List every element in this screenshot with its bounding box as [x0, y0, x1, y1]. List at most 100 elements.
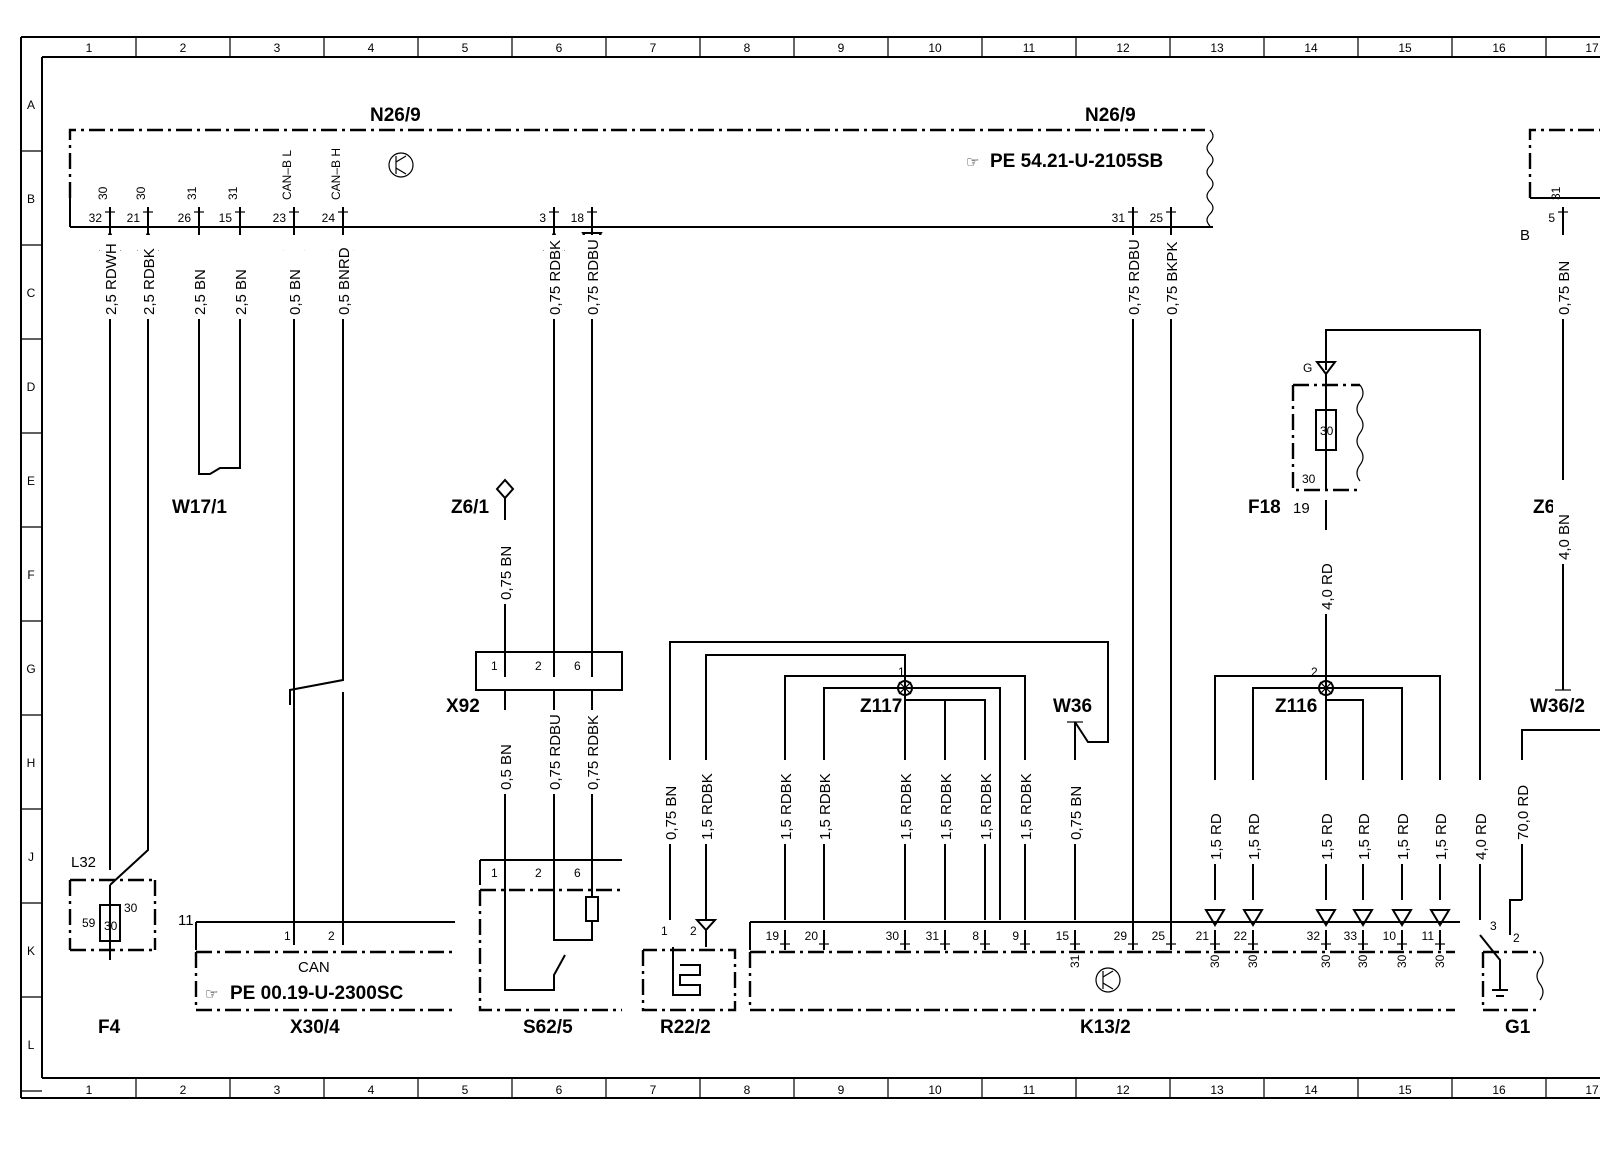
grid-row-label: L — [28, 1038, 35, 1052]
grid-col-label: 3 — [274, 1083, 281, 1097]
pin-number: 32 — [89, 211, 103, 225]
k13-pin-number: 19 — [766, 929, 780, 943]
pin-number: 21 — [127, 211, 141, 225]
k13-pin-number: 31 — [926, 929, 940, 943]
grid-col-label: 9 — [838, 1083, 845, 1097]
wire-label: 4,0 RD — [1319, 563, 1336, 610]
k13-pin-number: 25 — [1152, 929, 1166, 943]
wire-label: 2,5 RDWH — [103, 243, 120, 315]
grid-row-label: J — [28, 850, 34, 864]
r22-2-label: R22/2 — [660, 1017, 711, 1038]
n26-9-right-label: N26/9 — [1085, 105, 1136, 126]
grid-row-label: E — [27, 474, 35, 488]
pin-number: 15 — [219, 211, 233, 225]
svg-text:1: 1 — [491, 866, 498, 880]
r22-2-heater: 1 2 R22/2 — [641, 919, 737, 1038]
k13-pin-terminal: 30 — [1433, 954, 1447, 968]
wire-label: 70,0 RD — [1515, 785, 1532, 840]
pin-terminal: CAN–B L — [280, 150, 294, 200]
x30-4-reference: PE 00.19-U-2300SC — [230, 983, 403, 1004]
grid-row-label: F — [27, 568, 34, 582]
wire-label: 1,5 RDBK — [978, 773, 995, 840]
pin-number: 5 — [1548, 211, 1555, 225]
k13-pin-number: 15 — [1056, 929, 1070, 943]
grid-col-label: 14 — [1304, 1083, 1318, 1097]
grid-col-label: 12 — [1116, 41, 1130, 55]
grid-col-label: 11 — [1023, 1083, 1036, 1097]
svg-text:2: 2 — [1311, 665, 1318, 679]
svg-text:6: 6 — [574, 866, 581, 880]
transistor-symbol-icon — [388, 152, 414, 178]
k13-2-relay: K13/2 — [748, 921, 1460, 1038]
grid-col-label: 6 — [556, 41, 563, 55]
grid-col-label: 8 — [744, 41, 751, 55]
wire-label: 2,5 RDBK — [141, 248, 158, 315]
s62-5-switch: 1 2 6 S62/5 — [478, 859, 622, 1038]
grid-col-label: 7 — [650, 41, 657, 55]
wire-label: 0,75 BN — [1556, 261, 1573, 315]
pin-terminal: 30 — [134, 186, 148, 200]
grid-col-label: 16 — [1492, 1083, 1506, 1097]
grid-col-label: 11 — [1023, 41, 1036, 55]
k13-pin-terminal: 30 — [1208, 954, 1222, 968]
svg-text:2: 2 — [1513, 931, 1520, 945]
k13-2-label: K13/2 — [1080, 1017, 1131, 1038]
side-label-b: B — [1520, 227, 1530, 244]
grid-col-label: 5 — [462, 41, 469, 55]
svg-text:2: 2 — [328, 929, 335, 943]
n26-9-reference: PE 54.21-U-2105SB — [990, 151, 1163, 172]
wire-label: 0,5 BNRD — [336, 247, 353, 315]
wire-label: 1,5 RD — [1246, 813, 1263, 860]
grid-row-label: B — [27, 192, 35, 206]
grid-col-label: 13 — [1210, 1083, 1224, 1097]
svg-text:1: 1 — [898, 665, 905, 679]
x30-4-can-label: CAN — [298, 959, 330, 976]
svg-text:1: 1 — [284, 929, 291, 943]
grid-col-label: 15 — [1398, 1083, 1412, 1097]
wire-label: 1,5 RD — [1395, 813, 1412, 860]
grid-col-label: 1 — [86, 41, 93, 55]
wire-label: 0,75 BN — [498, 546, 515, 600]
k13-pin-number: 22 — [1234, 929, 1248, 943]
f4-l32-label: L32 — [71, 854, 96, 871]
grid-col-label: 14 — [1304, 41, 1318, 55]
wire-label: 2,5 BN — [192, 269, 209, 315]
wire-label: 0,5 BN — [498, 744, 515, 790]
wire-label: 1,5 RDBK — [699, 773, 716, 840]
pin-number: 3 — [539, 211, 546, 225]
wire-label: 1,5 RD — [1319, 813, 1336, 860]
hand-pointer-icon: ☞ — [966, 154, 979, 171]
k13-pin-terminal: 30 — [1356, 954, 1370, 968]
svg-text:30: 30 — [1302, 472, 1316, 486]
wire-label: 1,5 RD — [1356, 813, 1373, 860]
grid-row-label: G — [26, 662, 35, 676]
grid-labels: 1122334455667788991010111112121313141415… — [26, 41, 1599, 1097]
grid-col-label: 4 — [368, 41, 375, 55]
w17-1-label: W17/1 — [172, 497, 227, 518]
grid-col-label: 10 — [928, 41, 942, 55]
svg-text:30: 30 — [1320, 424, 1334, 438]
grid-col-label: 16 — [1492, 41, 1506, 55]
pin-terminal: 31 — [226, 186, 240, 200]
pin-number: 18 — [571, 211, 585, 225]
grid-row-label: A — [27, 98, 35, 112]
wire-label: 1,5 RD — [1208, 813, 1225, 860]
svg-text:59: 59 — [82, 916, 96, 930]
grid-col-label: 1 — [86, 1083, 93, 1097]
svg-text:1: 1 — [491, 659, 498, 673]
z117-label: Z117 — [860, 696, 902, 717]
hand-pointer-icon-2: ☞ — [205, 986, 218, 1003]
wire-label: 0,75 BN — [663, 786, 680, 840]
k13-pin-number: 29 — [1114, 929, 1128, 943]
k13-pin-number: 10 — [1383, 929, 1397, 943]
grid-col-label: 17 — [1585, 1083, 1599, 1097]
z6-1-label: Z6/1 — [451, 497, 489, 518]
k13-pin-terminal: 30 — [1319, 954, 1333, 968]
wire-label: 0,5 BN — [287, 269, 304, 315]
z117-splice: 1 Z117 — [669, 641, 1109, 920]
grid-col-label: 17 — [1585, 41, 1599, 55]
svg-text:2: 2 — [535, 659, 542, 673]
